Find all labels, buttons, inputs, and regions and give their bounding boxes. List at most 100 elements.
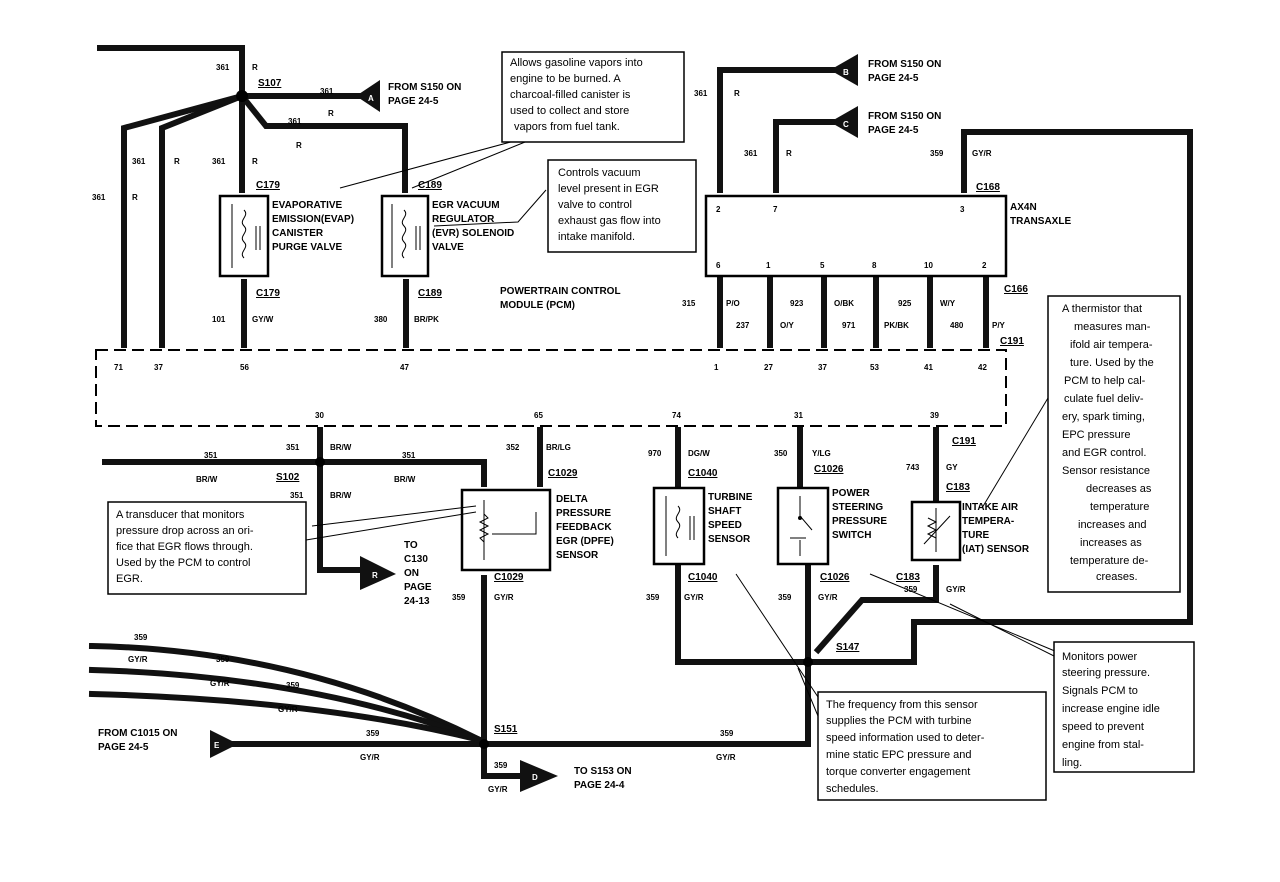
svg-text:ery, spark timing,: ery, spark timing,	[1062, 411, 1145, 423]
svg-text:PURGE VALVE: PURGE VALVE	[272, 242, 343, 253]
svg-text:Controls vacuum: Controls vacuum	[558, 167, 641, 179]
svg-text:A: A	[368, 94, 374, 103]
svg-text:FROM S150 ON: FROM S150 ON	[388, 82, 461, 93]
svg-text:torque converter engagement: torque converter engagement	[826, 766, 970, 778]
wire-evap-evr-to-pcm	[241, 279, 409, 348]
note-dpfe: A transducer that monitors pressure drop…	[107, 501, 307, 595]
svg-text:361: 361	[212, 157, 226, 166]
svg-text:C1040: C1040	[688, 572, 718, 583]
svg-text:Sensor resistance: Sensor resistance	[1062, 465, 1150, 477]
svg-text:CANISTER: CANISTER	[272, 228, 324, 239]
svg-text:480: 480	[950, 321, 964, 330]
svg-text:359: 359	[778, 593, 792, 602]
dpfe-sensor[interactable]: DELTA PRESSURE FEEDBACK EGR (DPFE) SENSO…	[460, 488, 614, 572]
svg-text:TO S153 ON: TO S153 ON	[574, 766, 632, 777]
svg-text:A transducer that monitors: A transducer that monitors	[116, 509, 245, 521]
svg-text:FEEDBACK: FEEDBACK	[556, 522, 612, 533]
svg-text:361: 361	[216, 63, 230, 72]
iat-sensor[interactable]: INTAKE AIR TEMPERA- TURE (IAT) SENSOR	[910, 500, 1030, 562]
svg-text:65: 65	[534, 411, 543, 420]
svg-text:O/Y: O/Y	[780, 321, 794, 330]
svg-text:C1029: C1029	[494, 572, 524, 583]
ref-flag-e[interactable]: E FROM C1015 ON PAGE 24-5	[98, 728, 238, 758]
svg-text:R: R	[252, 63, 258, 72]
svg-text:359: 359	[494, 761, 508, 770]
svg-text:REGULATOR: REGULATOR	[432, 214, 495, 225]
svg-text:359: 359	[930, 149, 944, 158]
svg-text:PRESSURE: PRESSURE	[556, 508, 611, 519]
evap-purge-valve[interactable]: EVAPORATIVE EMISSION(EVAP) CANISTER PURG…	[218, 194, 354, 278]
ref-flag-r[interactable]: R TO C130 ON PAGE 24-13	[360, 540, 432, 607]
svg-text:EMISSION(EVAP): EMISSION(EVAP)	[272, 214, 354, 225]
turbine-shaft-speed-sensor[interactable]: TURBINE SHAFT SPEED SENSOR	[652, 486, 753, 566]
svg-text:PAGE 24-5: PAGE 24-5	[98, 742, 149, 753]
svg-text:361: 361	[694, 89, 708, 98]
svg-text:101: 101	[212, 315, 226, 324]
svg-text:Y/LG: Y/LG	[812, 449, 831, 458]
svg-text:pressure drop across an ori-: pressure drop across an ori-	[116, 525, 254, 537]
svg-text:EVAPORATIVE: EVAPORATIVE	[272, 200, 343, 211]
svg-text:GY/R: GY/R	[972, 149, 992, 158]
svg-text:351: 351	[290, 491, 304, 500]
svg-text:TURE: TURE	[962, 530, 990, 541]
svg-text:351: 351	[286, 443, 300, 452]
svg-text:GY/R: GY/R	[360, 753, 380, 762]
svg-text:361: 361	[92, 193, 106, 202]
svg-text:SPEED: SPEED	[708, 520, 742, 531]
svg-text:351: 351	[402, 451, 416, 460]
note-pss: Monitors power steering pressure. Signal…	[1053, 641, 1195, 773]
svg-text:359: 359	[134, 633, 148, 642]
svg-text:970: 970	[648, 449, 662, 458]
svg-text:ling.: ling.	[1062, 757, 1082, 769]
svg-text:SENSOR: SENSOR	[708, 534, 751, 545]
ref-flag-d[interactable]: D TO S153 ON PAGE 24-4	[520, 760, 632, 792]
svg-text:(EVR) SOLENOID: (EVR) SOLENOID	[432, 228, 514, 239]
svg-text:B: B	[843, 68, 849, 77]
svg-text:C189: C189	[418, 288, 442, 299]
ref-flag-c[interactable]: C FROM S150 ON PAGE 24-5	[830, 106, 941, 138]
svg-text:E: E	[214, 741, 220, 750]
svg-text:GY/R: GY/R	[946, 585, 966, 594]
svg-text:53: 53	[870, 363, 879, 372]
ref-flag-b[interactable]: B FROM S150 ON PAGE 24-5	[830, 54, 941, 86]
svg-text:GY/R: GY/R	[128, 655, 148, 664]
svg-text:STEERING: STEERING	[832, 502, 883, 513]
note-evap: Allows gasoline vapors into engine to be…	[501, 51, 685, 143]
svg-text:steering pressure.: steering pressure.	[1062, 667, 1150, 679]
svg-text:923: 923	[790, 299, 804, 308]
svg-text:TRANSAXLE: TRANSAXLE	[1010, 216, 1071, 227]
svg-text:W/Y: W/Y	[940, 299, 956, 308]
svg-text:C1040: C1040	[688, 468, 718, 479]
note-evr: Controls vacuum level present in EGR val…	[547, 159, 697, 253]
svg-text:359: 359	[720, 729, 734, 738]
evr-solenoid-valve[interactable]: EGR VACUUM REGULATOR (EVR) SOLENOID VALV…	[380, 194, 514, 278]
svg-text:359: 359	[452, 593, 466, 602]
svg-text:GY: GY	[946, 463, 958, 472]
svg-text:GY/R: GY/R	[488, 785, 508, 794]
svg-text:359: 359	[216, 655, 230, 664]
svg-text:Allows gasoline vapors into: Allows gasoline vapors into	[510, 57, 643, 69]
svg-text:315: 315	[682, 299, 696, 308]
svg-text:P/Y: P/Y	[992, 321, 1006, 330]
svg-text:SENSOR: SENSOR	[556, 550, 599, 561]
svg-text:361: 361	[288, 117, 302, 126]
svg-text:culate fuel deliv-: culate fuel deliv-	[1064, 393, 1144, 405]
svg-text:mine static EPC pressure and: mine static EPC pressure and	[826, 749, 972, 761]
svg-text:DG/W: DG/W	[688, 449, 710, 458]
svg-text:R: R	[296, 141, 302, 150]
svg-text:GY/R: GY/R	[716, 753, 736, 762]
svg-text:1: 1	[766, 261, 771, 270]
svg-text:speed information used to dete: speed information used to deter-	[826, 732, 985, 744]
svg-text:EGR (DPFE): EGR (DPFE)	[556, 536, 614, 547]
svg-text:TO: TO	[404, 540, 418, 551]
wire-pcm-lower	[102, 427, 939, 573]
svg-text:Used by the PCM to control: Used by the PCM to control	[116, 557, 251, 569]
ref-flag-a[interactable]: A FROM S150 ON PAGE 24-5	[356, 80, 461, 112]
svg-text:2: 2	[716, 205, 721, 214]
svg-text:7: 7	[773, 205, 778, 214]
svg-text:FROM S150 ON: FROM S150 ON	[868, 59, 941, 70]
svg-text:TURBINE: TURBINE	[708, 492, 753, 503]
power-steering-pressure-switch[interactable]: POWER STEERING PRESSURE SWITCH	[776, 486, 887, 566]
pcm-pin-numbers: 71 37 56 47 1 27 37 53 41 42 30 65 74 31…	[114, 363, 987, 420]
